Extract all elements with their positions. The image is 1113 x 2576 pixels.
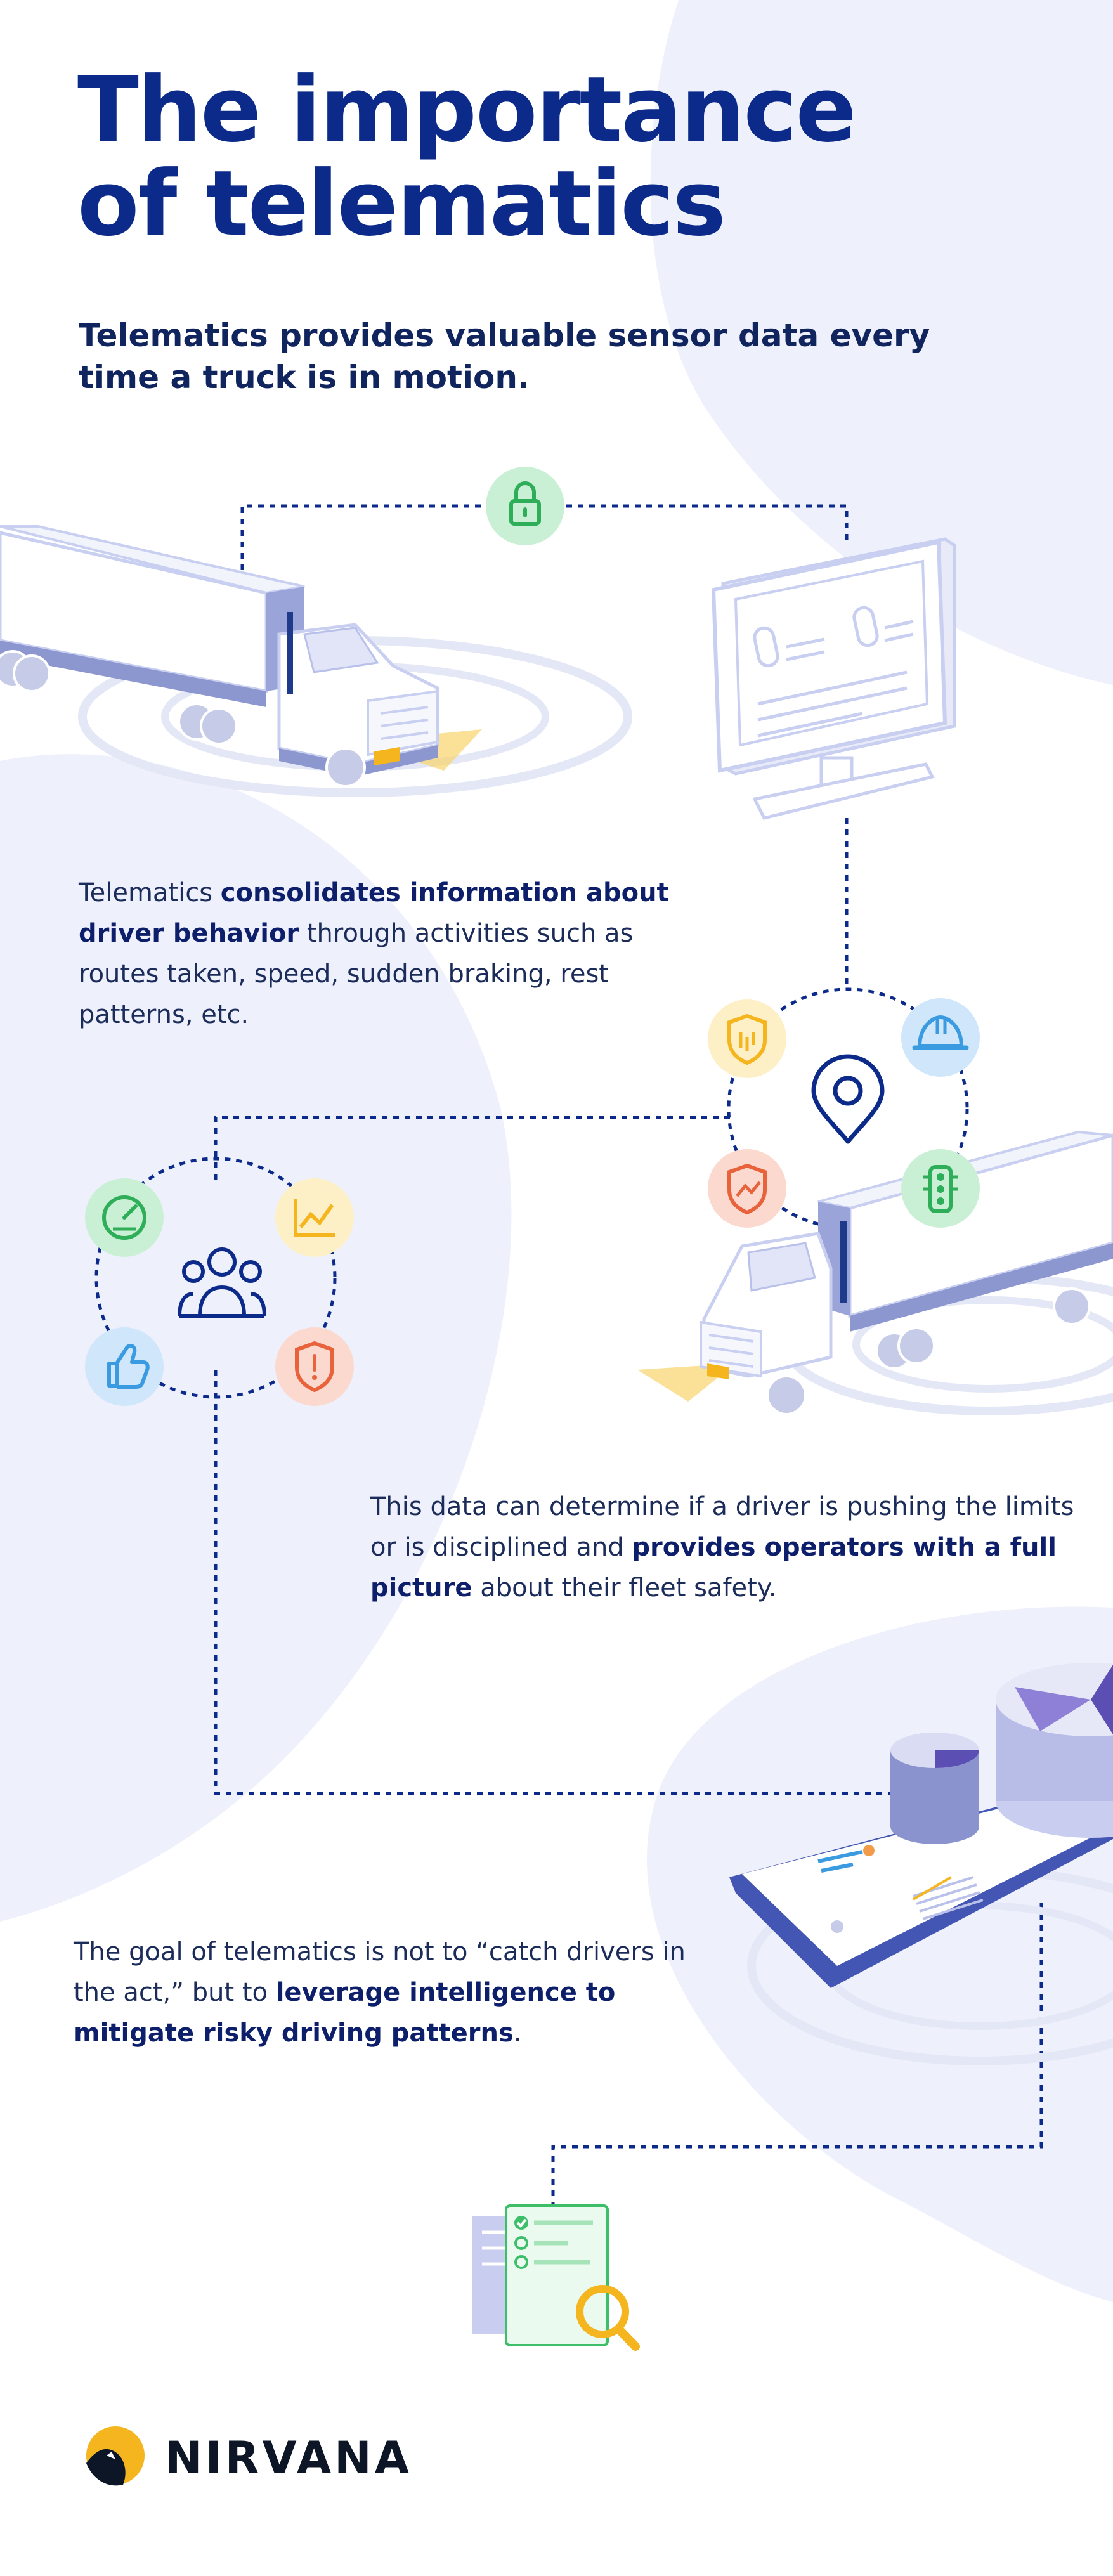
page-subtitle: Telematics provides valuable sensor data… — [79, 317, 930, 396]
section-1-text-a: Telematics — [79, 878, 221, 907]
background-blob-left — [0, 754, 512, 1922]
monitor-illustration — [711, 537, 956, 820]
section-goal-text: The goal of telematics is not to “catch … — [74, 1932, 701, 2053]
section-1-text-b: through activities such as routes taken,… — [79, 919, 634, 1029]
checklist-illustration — [472, 2204, 640, 2351]
brand-name: NIRVANA — [165, 2432, 412, 2484]
truck-illustration-middle — [637, 1130, 1113, 1415]
section-3-text-b: . — [513, 2019, 522, 2048]
truck-illustration-top — [0, 525, 632, 797]
section-1-bold: consolidates information about driver be… — [79, 878, 669, 948]
nirvana-logo-mark — [86, 2426, 145, 2486]
icon-cluster-ring-left — [94, 1157, 337, 1399]
section-2-text-a: This data can determine if a driver is p… — [370, 1492, 1074, 1562]
section-3-text-a: The goal of telematics is not to “catch … — [74, 1937, 686, 2007]
section-2-bold: provides operators with a full picture — [370, 1533, 1057, 1603]
section-2-text-b: about their fleet safety. — [472, 1573, 777, 1603]
section-fleet-safety-text: This data can determine if a driver is p… — [370, 1486, 1106, 1608]
connector-left-down — [214, 1370, 891, 1795]
section-3-bold: leverage intelligence to mitigate risky … — [74, 1978, 616, 2048]
section-consolidates-text: Telematics consolidates information abou… — [79, 873, 713, 1035]
background-blob-top-right — [650, 0, 1113, 685]
tablet-analytics-illustration — [729, 1663, 1113, 2065]
connector-middle — [214, 1116, 732, 1180]
page-title: The importance of telematics — [77, 58, 857, 256]
brand-logo: NIRVANA — [84, 2424, 464, 2494]
